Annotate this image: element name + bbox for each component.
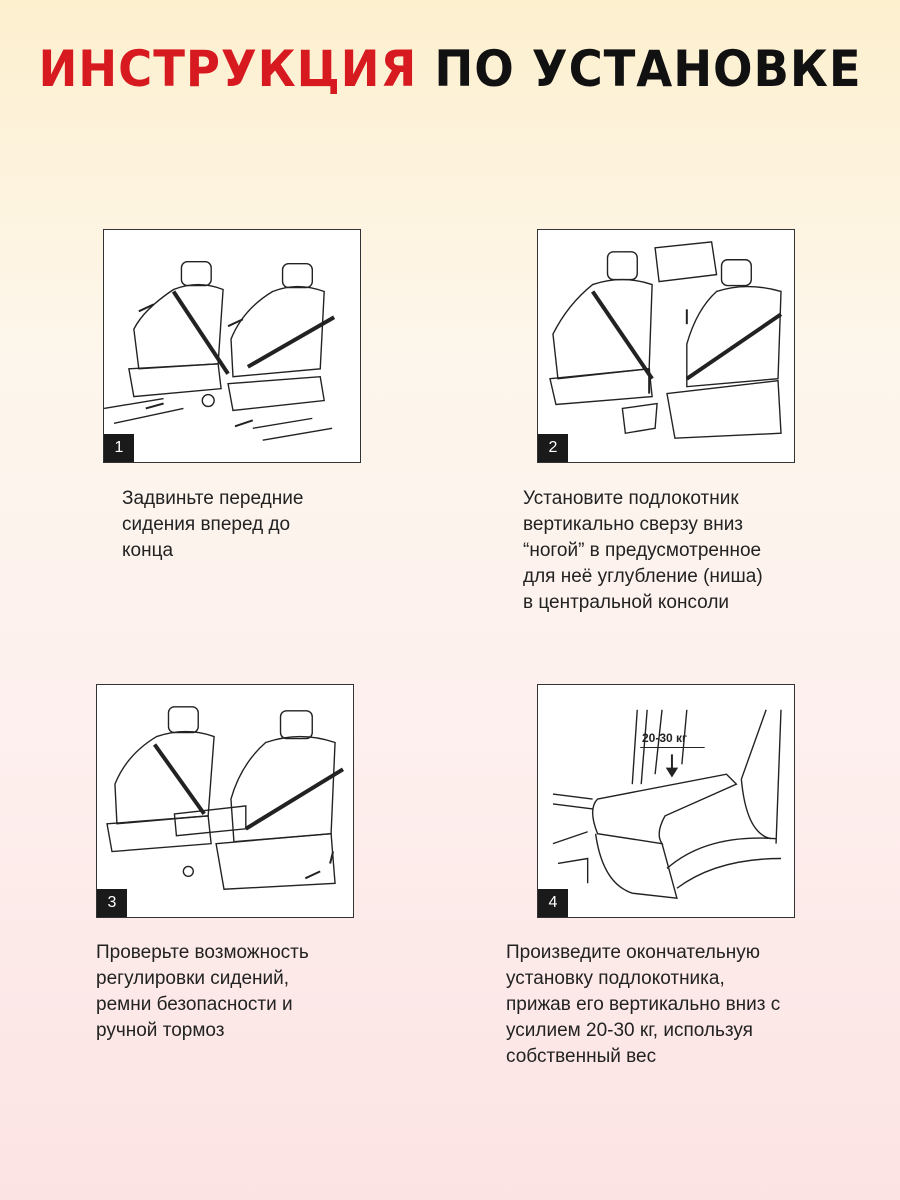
text-line: “ногой” в предусмотренное — [523, 540, 762, 561]
text-line: ремни безопасности и — [96, 994, 293, 1015]
check-adjustments-icon — [106, 706, 345, 890]
title-red: ИНСТРУКЦИЯ — [38, 40, 418, 98]
text-line: для неё углубление (ниша) — [523, 566, 763, 587]
step-3-illustration: 3 — [96, 684, 354, 918]
title-black: ПО УСТАНОВКЕ — [434, 40, 862, 98]
text-line: Проверьте возможность — [96, 942, 309, 963]
step-4-illustration: 20-30 кг 4 — [537, 684, 795, 918]
step-2-illustration: 2 — [537, 229, 795, 463]
page-title: ИНСТРУКЦИЯ ПО УСТАНОВКЕ — [32, 40, 869, 98]
step-number: 2 — [538, 434, 568, 462]
text-line: Задвиньте передние — [122, 488, 304, 509]
step-number: 1 — [104, 434, 134, 462]
step-4-text: Произведите окончательную установку подл… — [506, 940, 886, 1070]
text-line: прижав его вертикально вниз с — [506, 994, 781, 1015]
text-line: ручной тормоз — [96, 1020, 225, 1041]
text-line: конца — [122, 540, 174, 561]
text-line: установку подлокотника, — [506, 968, 725, 989]
text-line: Произведите окончательную — [506, 942, 761, 963]
armrest-insert-icon — [549, 241, 783, 439]
text-line: собственный вес — [506, 1046, 657, 1067]
step-2-text: Установите подлокотник вертикально сверз… — [523, 486, 883, 616]
text-line: в центральной консоли — [523, 592, 730, 613]
text-line: усилием 20-30 кг, используя — [506, 1020, 753, 1041]
step-number: 4 — [538, 889, 568, 917]
text-line: Установите подлокотник — [523, 488, 739, 509]
seats-slide-forward-icon — [104, 261, 336, 441]
press-armrest-icon — [552, 709, 782, 899]
text-line: регулировки сидений, — [96, 968, 290, 989]
step-number: 3 — [97, 889, 127, 917]
text-line: сидения вперед до — [122, 514, 291, 535]
step-3-text: Проверьте возможность регулировки сидени… — [96, 940, 416, 1044]
step-1-illustration: 1 — [103, 229, 361, 463]
step-1-text: Задвиньте передние сидения вперед до кон… — [122, 486, 442, 564]
text-line: вертикально сверзу вниз — [523, 514, 744, 535]
weight-label: 20-30 кг — [642, 731, 688, 745]
